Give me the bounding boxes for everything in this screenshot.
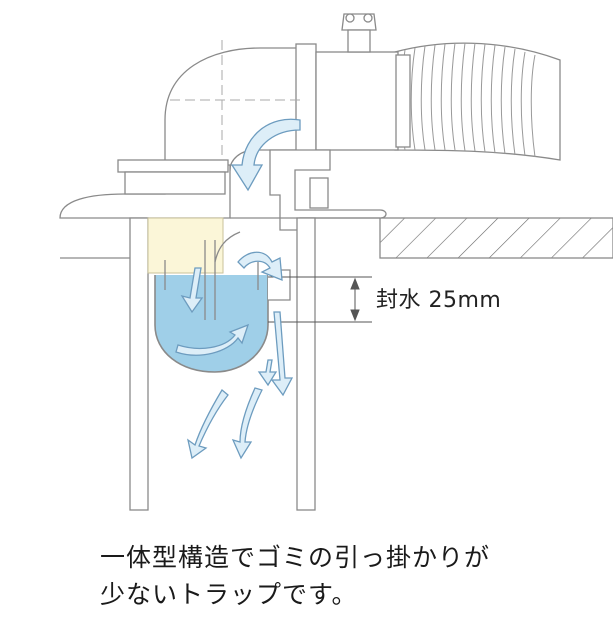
arrow-down-icon	[270, 311, 294, 397]
trap-housing	[230, 149, 387, 231]
elbow-pipe	[164, 13, 411, 171]
arrow-curve-icon	[237, 251, 283, 281]
arrow-down-icon	[257, 359, 278, 387]
caption-line-2: 少ないトラップです。	[100, 580, 358, 609]
arrow-down-icon	[186, 389, 229, 460]
caption-line-1: 一体型構造でゴミの引っ掛かりが	[100, 543, 491, 572]
arrow-down-icon	[180, 267, 204, 314]
arrow-down-icon	[231, 387, 263, 460]
drain-pipe	[129, 217, 316, 511]
insulation-block	[147, 217, 224, 274]
water-seal-dimension	[268, 276, 372, 323]
flow-arrows	[175, 118, 301, 460]
corrugated-hose	[394, 42, 561, 161]
arrow-curve-icon	[175, 323, 250, 356]
drain-flange	[59, 159, 231, 219]
floor-slab	[60, 217, 613, 259]
water-seal-label: 封水 25mm	[376, 288, 502, 313]
arrow-down-icon	[230, 118, 301, 192]
